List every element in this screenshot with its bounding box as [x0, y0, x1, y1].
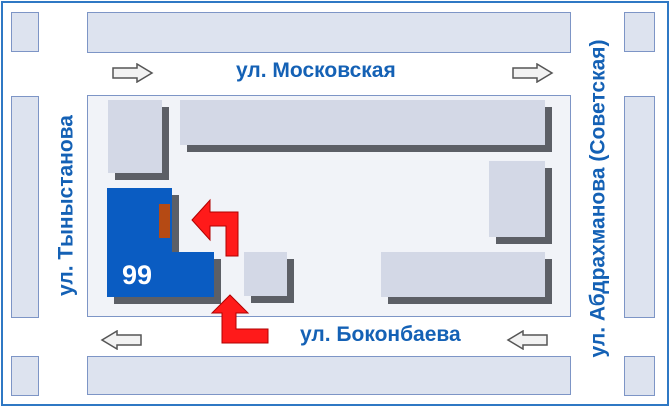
- school-entrance-marker: [159, 204, 170, 238]
- block-bottom-right: [624, 356, 655, 396]
- bent-arrow-icon: [210, 294, 269, 344]
- school-number: 99: [122, 260, 153, 290]
- street-label-tynystanova: ул. Тыныстанова: [54, 115, 78, 296]
- building: [244, 252, 287, 296]
- bent-arrow-icon: [191, 198, 239, 257]
- block-top-right: [624, 12, 655, 52]
- building: [180, 100, 545, 145]
- block-left: [11, 96, 39, 318]
- block-right: [624, 96, 655, 318]
- block-top-left: [11, 12, 39, 52]
- street-label-bokonbaeva: ул. Боконбаева: [300, 323, 461, 346]
- building: [489, 161, 545, 237]
- street-label-abdrakhmanova: ул. Абдрахманова (Советская): [586, 39, 610, 358]
- arrow-icon: [112, 63, 154, 83]
- block-top: [87, 12, 571, 53]
- building: [381, 252, 545, 297]
- arrow-icon: [506, 330, 548, 350]
- school-building-wing: [107, 252, 214, 297]
- block-bottom: [87, 356, 571, 395]
- building: [108, 100, 162, 173]
- street-label-moskovskaya: ул. Московская: [236, 59, 396, 82]
- arrow-icon: [100, 330, 142, 350]
- arrow-icon: [512, 63, 554, 83]
- block-bottom-left: [11, 356, 39, 396]
